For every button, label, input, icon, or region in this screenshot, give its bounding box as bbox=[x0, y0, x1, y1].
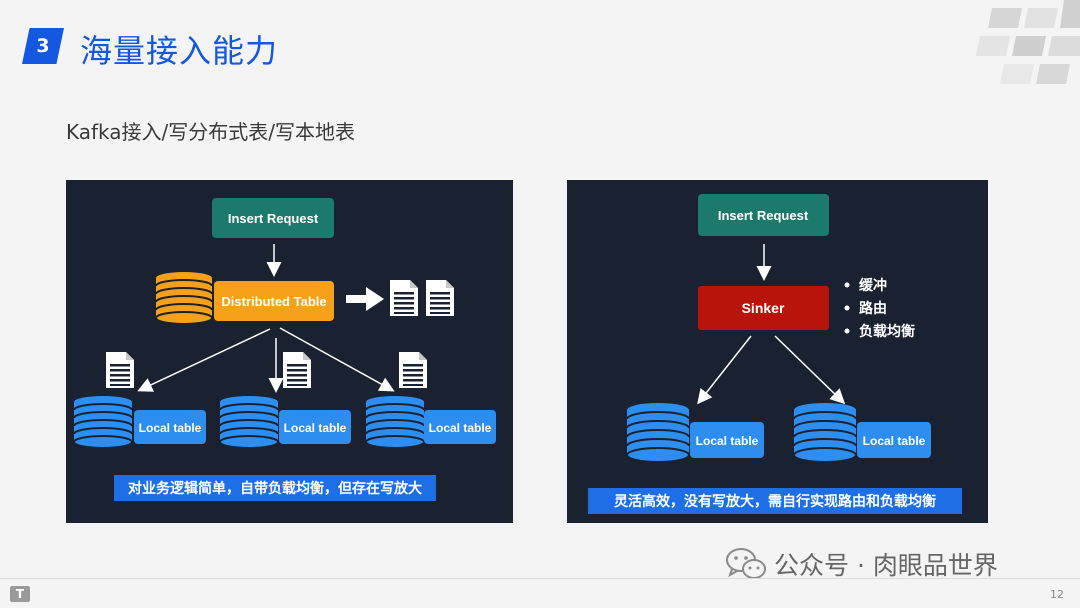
local-table-label: Local table bbox=[139, 421, 202, 435]
footer-divider bbox=[0, 578, 1080, 579]
local-db-icon bbox=[73, 395, 133, 449]
caption-highlight bbox=[114, 475, 436, 501]
document-icon bbox=[390, 280, 418, 316]
document-icon bbox=[399, 352, 427, 388]
local-db-icon bbox=[626, 403, 690, 463]
distributed-db-icon bbox=[155, 272, 213, 325]
local-db-icon bbox=[793, 403, 857, 463]
local-table-node bbox=[134, 410, 206, 444]
local-db-icon bbox=[219, 395, 279, 449]
feature-item: 负载均衡 bbox=[859, 323, 915, 340]
local-db-icon bbox=[365, 395, 425, 449]
local-table-node bbox=[857, 422, 931, 458]
section-number-badge: 3 bbox=[22, 28, 64, 64]
caption-highlight bbox=[588, 488, 962, 514]
page-title: 海量接入能力 bbox=[80, 32, 279, 70]
wechat-icon bbox=[726, 548, 766, 579]
insert-request-node bbox=[698, 194, 829, 236]
arrow-to-local-table-1 bbox=[697, 335, 752, 405]
local-table-node bbox=[279, 410, 351, 444]
footer-logo-icon: T bbox=[10, 586, 30, 602]
sinker-label: Sinker bbox=[742, 300, 785, 316]
local-table-label: Local table bbox=[696, 434, 759, 448]
document-icon bbox=[426, 280, 454, 316]
document-icon bbox=[283, 352, 311, 388]
corner-decoration bbox=[976, 0, 1080, 84]
wechat-watermark: 公众号 · 肉眼品世界 bbox=[726, 546, 998, 582]
right-diagram-panel: Insert Request Sinker 缓冲 路由 负载均衡 bbox=[567, 180, 988, 523]
arrow-to-local-table-2 bbox=[774, 335, 846, 405]
left-caption: 对业务逻辑简单，自带负载均衡，但存在写放大 bbox=[128, 480, 422, 497]
sinker-node bbox=[698, 286, 829, 330]
document-icon bbox=[106, 352, 134, 388]
right-caption: 灵活高效，没有写放大，需自行实现路由和负载均衡 bbox=[614, 493, 936, 510]
left-diagram-panel: Insert Request Distributed Table bbox=[66, 180, 513, 523]
page-number: 12 bbox=[1050, 588, 1064, 601]
right-arrow-icon bbox=[346, 287, 384, 311]
feature-item: 路由 bbox=[859, 300, 887, 317]
sinker-features-list: 缓冲 路由 负载均衡 bbox=[844, 277, 915, 340]
local-table-node bbox=[690, 422, 764, 458]
watermark-text: 公众号 · 肉眼品世界 bbox=[774, 551, 998, 580]
page-subtitle: Kafka接入/写分布式表/写本地表 bbox=[66, 120, 356, 144]
insert-request-label: Insert Request bbox=[228, 211, 319, 226]
local-table-label: Local table bbox=[429, 421, 492, 435]
feature-item: 缓冲 bbox=[859, 277, 887, 294]
distributed-table-node bbox=[214, 281, 334, 321]
local-table-label: Local table bbox=[284, 421, 347, 435]
arrow-to-local-table-3 bbox=[279, 327, 395, 392]
insert-request-node bbox=[212, 198, 334, 238]
arrow-to-local-table-1 bbox=[137, 328, 271, 392]
distributed-table-label: Distributed Table bbox=[221, 294, 326, 309]
insert-request-label: Insert Request bbox=[718, 208, 809, 223]
local-table-label: Local table bbox=[863, 434, 926, 448]
local-table-node bbox=[424, 410, 496, 444]
